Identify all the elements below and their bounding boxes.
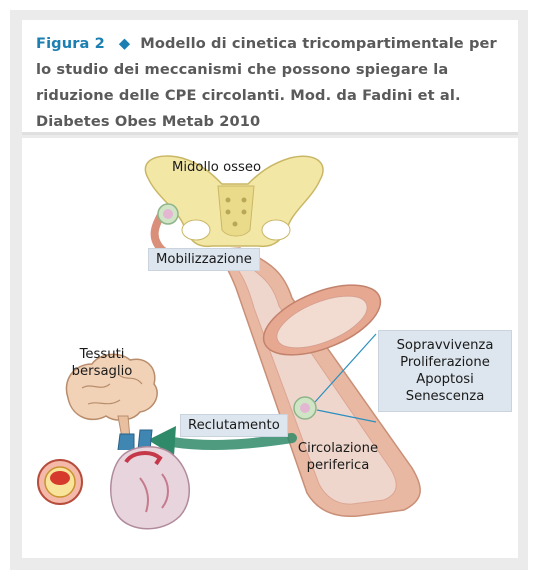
diagram-panel: Midollo osseo Mobilizzazione Tessuti ber… (22, 138, 518, 558)
label-bone-marrow: Midollo osseo (172, 160, 262, 175)
figure-caption: Figura 2 ◆Modello di cinetica tricomparti… (22, 20, 518, 135)
fates-box: Sopravvivenza Proliferazione Apoptosi Se… (378, 330, 512, 412)
blood-vessel-illustration (150, 206, 421, 518)
label-recruitment: Reclutamento (180, 414, 288, 437)
heart-illustration (110, 429, 190, 530)
artery-cross-section-illustration (37, 459, 83, 505)
figure-title: Modello di cinetica tricompartimentale p… (36, 35, 497, 130)
figure-number: Figura 2 (36, 35, 105, 52)
diagram-illustration (37, 155, 421, 530)
fate-label: Sopravvivenza (396, 338, 494, 353)
progenitor-cell-illustration (157, 203, 317, 420)
fate-label: Senescenza (405, 389, 485, 404)
pelvis-illustration (144, 155, 324, 248)
fate-label: Proliferazione (400, 355, 490, 370)
connector-line (314, 333, 377, 403)
recruitment-arrow (148, 426, 297, 456)
label-circulation: Circolazione periferica (297, 441, 379, 473)
label-target-tissues: Tessuti bersaglio (71, 347, 133, 379)
label-mobilization: Mobilizzazione (148, 248, 260, 271)
diamond-icon: ◆ (118, 35, 131, 52)
connector-line (316, 409, 377, 423)
fate-label: Apoptosi (416, 372, 474, 387)
